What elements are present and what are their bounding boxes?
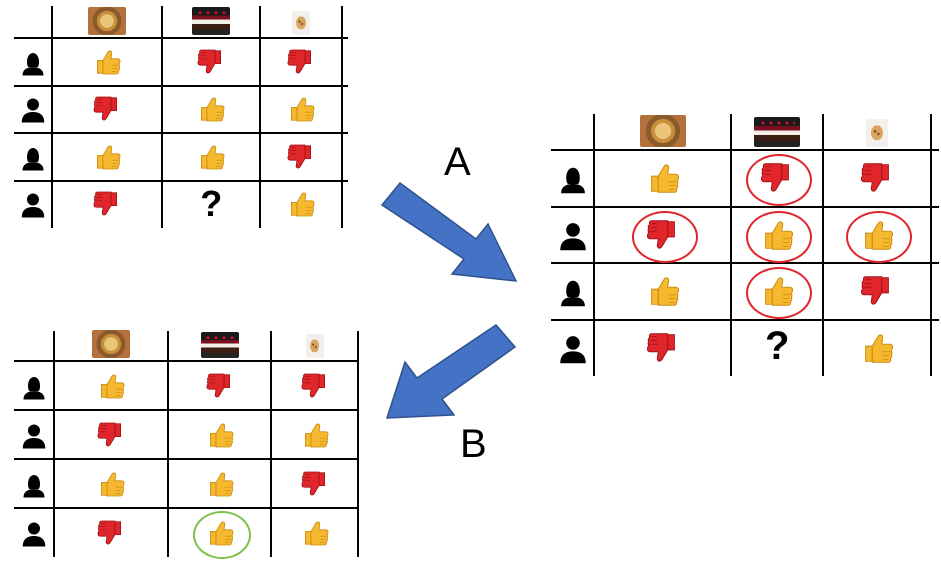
thumbs-up-icon [95,370,127,407]
thumbs-down-icon [644,329,682,372]
similarity-highlight-circle [631,210,698,263]
grid-vertical-line [53,331,55,557]
thumbs-up-icon [285,188,317,225]
thumbs-up-icon [858,329,896,372]
thumbs-down-icon [299,370,331,407]
pie-image [88,7,126,35]
thumbs-up-icon [91,141,123,178]
grid-vertical-line [822,114,824,376]
arrow-label-a: A [444,140,471,184]
grid-horizontal-line [14,360,358,362]
thumbs-down-icon [204,370,236,407]
grid-horizontal-line [14,179,348,182]
arrow-b-shape [385,324,517,419]
predicted-rating-circle [192,510,251,559]
grid-vertical-line [167,331,169,557]
unknown-rating: ? [765,323,790,368]
thumbs-up-icon [299,517,331,554]
person-female-icon [556,274,590,313]
thumbs-down-icon [91,93,123,130]
pie-image [92,330,130,358]
person-male-icon [556,218,590,257]
thumbs-down-icon [858,272,896,315]
thumbs-up-icon [204,468,236,505]
thumbs-down-icon [95,419,127,456]
cake-image [200,332,239,358]
grid-vertical-line [51,6,53,228]
grid-horizontal-line [14,458,358,460]
thumbs-down-icon [285,46,317,83]
thumbs-up-icon [644,272,682,315]
grid-horizontal-line [551,262,939,264]
similarity-highlight-circle [846,210,912,263]
thumbs-up-icon [644,159,682,202]
grid-vertical-line [930,114,932,376]
thumbs-up-icon [95,468,127,505]
arrow-a-shape [380,181,518,282]
thumbs-down-icon [95,517,127,554]
cake-image [192,7,230,35]
grid-horizontal-line [551,318,939,321]
grid-horizontal-line [14,84,348,87]
person-male-icon [18,94,48,129]
person-male-icon [18,189,48,224]
grid-horizontal-line [551,205,939,208]
thumbs-up-icon [285,93,317,130]
thumbs-up-icon [91,46,123,83]
grid-horizontal-line [14,37,348,39]
pie-image [639,115,686,147]
grid-horizontal-line [14,507,358,509]
grid-vertical-line [270,331,272,557]
grid-vertical-line [357,331,359,557]
person-male-icon [19,518,49,553]
grid-horizontal-line [551,149,939,151]
grid-vertical-line [730,114,732,376]
similarity-highlight-circle [746,267,812,320]
thumbs-up-icon [204,419,236,456]
cookie-image [292,11,310,35]
grid-vertical-line [259,6,261,228]
ratings-table-prediction [14,330,359,559]
thumbs-down-icon [858,159,896,202]
ratings-table-initial: ? [14,6,348,228]
grid-vertical-line [341,6,343,228]
grid-vertical-line [593,114,595,376]
person-female-icon [19,469,49,504]
person-male-icon [19,420,49,455]
thumbs-up-icon [195,141,227,178]
grid-horizontal-line [14,132,348,134]
cake-image [754,117,800,147]
thumbs-down-icon [195,46,227,83]
cookie-image [866,119,888,147]
thumbs-up-icon [195,93,227,130]
person-female-icon [556,161,590,200]
grid-vertical-line [161,6,163,228]
ratings-table-similarities: ? [551,114,939,376]
person-female-icon [18,47,48,82]
similarity-highlight-circle [746,154,812,207]
unknown-rating: ? [200,182,223,224]
person-female-icon [19,371,49,406]
thumbs-up-icon [299,419,331,456]
grid-horizontal-line [14,409,358,411]
similarity-highlight-circle [746,210,812,263]
arrow-label-b: B [460,422,487,466]
thumbs-down-icon [299,468,331,505]
thumbs-down-icon [285,141,317,178]
person-female-icon [18,142,48,177]
thumbs-down-icon [91,188,123,225]
person-male-icon [556,331,590,370]
cookie-image [305,334,324,358]
